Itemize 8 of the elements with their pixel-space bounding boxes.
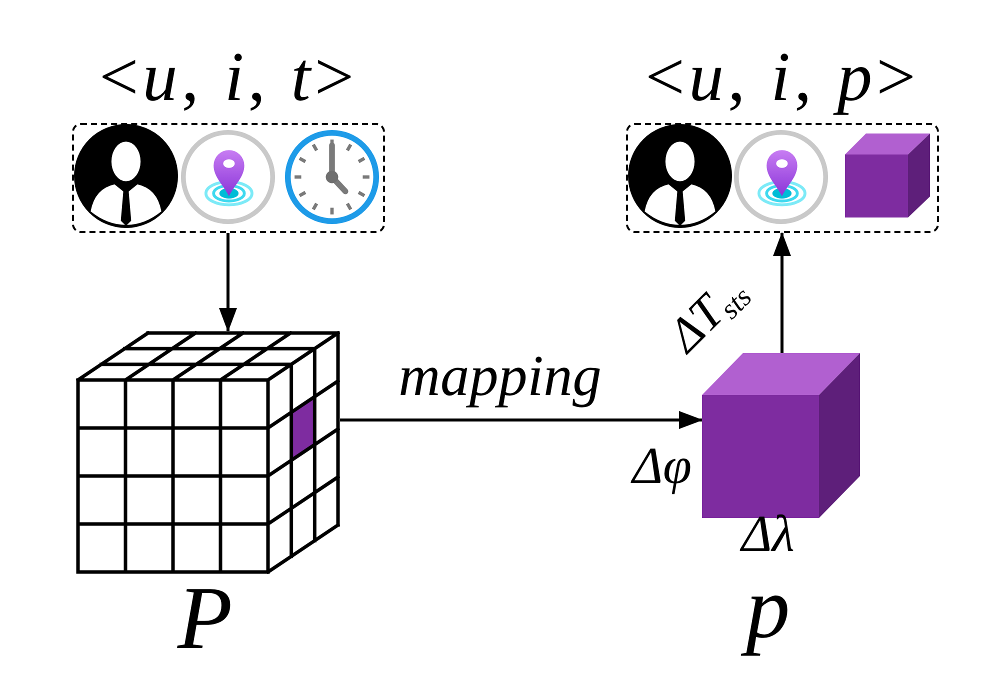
tuple-heading: <u, i, t> [98,38,359,118]
tuple-heading: <u, i, p> [644,38,921,118]
arrow [219,233,237,332]
grid-cube [76,331,340,574]
dimension-label: Δφ [630,438,693,496]
arrow [773,232,791,353]
arrow [340,411,703,429]
cube-caption: P [176,568,234,670]
